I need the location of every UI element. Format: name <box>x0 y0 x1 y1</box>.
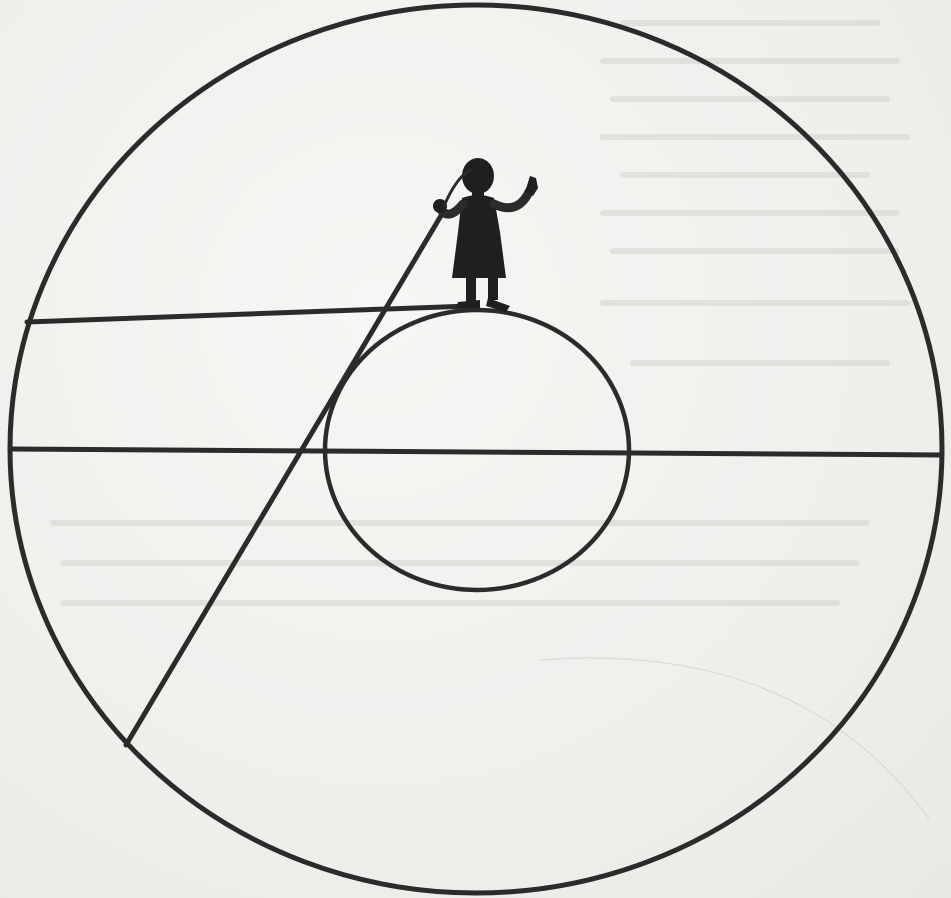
observer-head <box>462 158 494 194</box>
observer-figure <box>433 158 538 312</box>
observer-leg-right <box>488 276 498 300</box>
horizon-line <box>27 306 470 322</box>
observer-right-arm <box>494 190 530 208</box>
sight-line <box>126 214 442 745</box>
observer-leg-left <box>466 276 476 304</box>
horizontal-diameter-line <box>10 449 942 455</box>
bleed-through-texture <box>50 20 930 820</box>
